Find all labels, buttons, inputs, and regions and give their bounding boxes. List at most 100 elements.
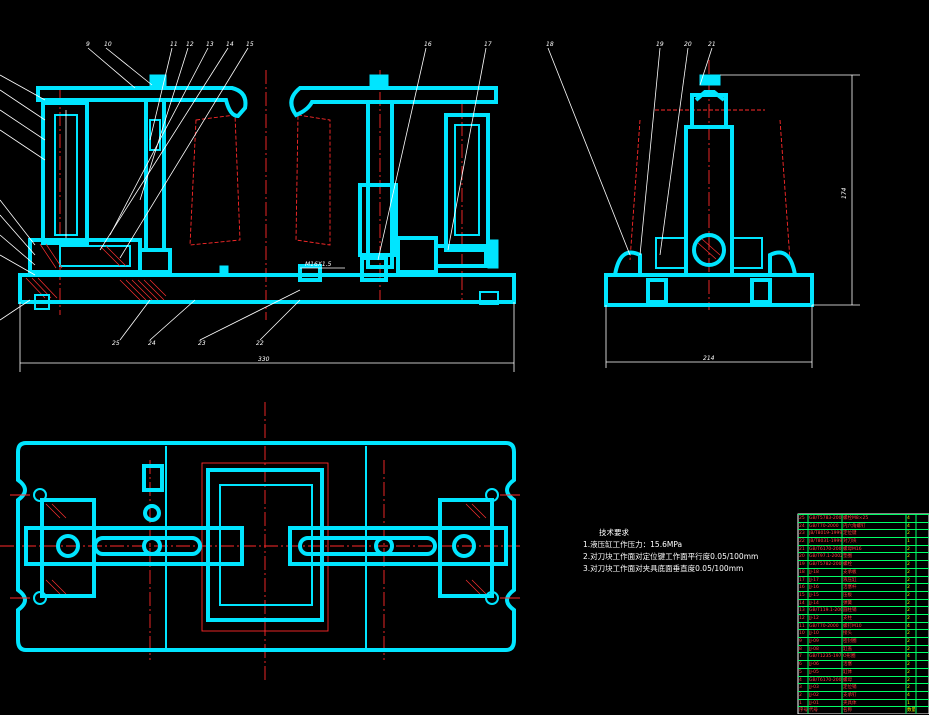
bom-cell-name: 支承板 (843, 569, 857, 575)
bom-cell-name: 缸体 (843, 669, 852, 675)
bom-cell-no: 14 (799, 600, 805, 606)
bom-row: 5 JJ-05 缸体 2 (798, 667, 929, 676)
bom-cell-qty: 2 (907, 616, 910, 621)
bom-cell-no: 21 (799, 546, 805, 552)
bom-cell-qty: 2 (907, 577, 910, 583)
bom-cell-code: JJ-15 (809, 592, 819, 598)
callout-16: 16 (424, 41, 432, 48)
bom-cell-no: 15 (799, 592, 805, 598)
bom-cell-qty: 数量 (907, 708, 915, 714)
callout-23: 23 (198, 340, 206, 347)
bom-header-row: 序号代号名称数量 (798, 706, 929, 714)
bom-cell-name: O形圈 (843, 654, 856, 660)
bom-cell-name: 夹具体 (843, 700, 857, 706)
bom-cell-code: JJ-03 (809, 685, 819, 691)
callout-10: 10 (104, 41, 112, 48)
bom-cell-name: 密封圈 (843, 639, 857, 645)
bom-cell-qty: 2 (907, 531, 910, 537)
bom-cell-code: GB/T5782-2000 (809, 562, 842, 568)
bom-cell-code: JJ-05 (809, 669, 819, 675)
bom-cell-no: 16 (799, 585, 805, 591)
callout-19: 19 (656, 41, 664, 48)
tech-req-item: 3.对刀块工作面对夹具底面垂直度0.05/100mm (583, 564, 744, 573)
bom-cell-code: JJ-12 (809, 616, 819, 621)
bom-cell-name: 液压缸 (843, 577, 857, 583)
bom-row: 1 JJ-01 夹具体 1 (798, 698, 929, 707)
bom-cell-code: GB/T97.1-2002 (809, 554, 842, 560)
bom-row: 15 JJ-15 压板 2 (798, 590, 929, 599)
bom-cell-name: 弹簧 (843, 600, 852, 606)
bom-cell-no: 7 (799, 654, 802, 660)
dim-front-width: 330 (258, 356, 270, 363)
bom-cell-qty: 2 (907, 669, 910, 675)
bom-cell-no: 8 (799, 646, 802, 652)
bom-cell-qty: 4 (907, 623, 910, 629)
bom-cell-no: 19 (799, 562, 805, 568)
bom-cell-name: 螺栓M8×25 (843, 516, 869, 521)
bom-cell-code: GB/T6170-2000 (809, 677, 842, 683)
bom-cell-name: 支承钉 (843, 692, 857, 698)
bom-cell-no: 5 (799, 669, 802, 675)
bom-cell-code: 代号 (809, 708, 818, 714)
bom-cell-qty: 1 (907, 539, 910, 545)
bom-cell-name: 缸盖 (843, 646, 852, 652)
bom-cell-code: JJ-17 (809, 577, 819, 583)
bom-cell-code: JJ-09 (809, 639, 819, 645)
callout-12: 12 (186, 41, 194, 48)
bom-cell-code: GB/T5783-2000 (809, 516, 842, 521)
bom-cell-name: 螺钉M10 (843, 623, 862, 629)
bom-cell-qty: 4 (907, 654, 910, 660)
bom-cell-no: 1 (799, 700, 802, 706)
bom-cell-qty: 2 (907, 562, 910, 568)
bom-cell-qty: 2 (907, 569, 910, 575)
bom-cell-qty: 2 (907, 631, 910, 637)
callout-13: 13 (206, 41, 214, 48)
callout-9: 9 (86, 41, 90, 48)
bom-cell-qty: 2 (907, 639, 910, 645)
callout-22: 22 (256, 340, 264, 347)
bom-cell-no: 2 (799, 692, 802, 698)
bom-cell-code: JJ-01 (809, 700, 819, 706)
bom-cell-qty: 1 (907, 700, 910, 706)
callout-18: 18 (546, 41, 554, 48)
bom-cell-code: GB/T6170-2000 (809, 546, 842, 552)
bom-cell-name: 螺母M16 (843, 546, 862, 552)
bom-cell-qty: 2 (907, 677, 910, 683)
tech-req-item: 1.液压缸工作压力：15.6MPa (583, 540, 683, 549)
callout-11: 11 (170, 41, 178, 48)
bom-cell-code: JJ-18 (809, 569, 819, 575)
bom-cell-code: JB/T8019-1999 (809, 531, 842, 537)
callout-20: 20 (684, 41, 692, 48)
thread-note: M16X1.5 (305, 261, 332, 268)
bom-cell-no: 6 (799, 662, 802, 668)
bom-cell-name: 螺栓 (843, 562, 852, 568)
front-view: 9 10 11 12 13 14 15 16 17 25 24 23 22 M1… (0, 41, 516, 372)
bom-cell-name: 压板 (843, 592, 852, 598)
bom-cell-no: 序号 (799, 708, 808, 714)
bom-cell-no: 9 (799, 639, 802, 645)
top-view (0, 402, 520, 680)
callout-25: 25 (112, 340, 120, 347)
bom-cell-name: 垫圈 (843, 554, 852, 560)
bom-cell-qty: 2 (907, 592, 910, 598)
bom-cell-qty: 2 (907, 600, 910, 606)
callout-21: 21 (708, 41, 716, 48)
callout-17: 17 (484, 41, 492, 48)
bom-cell-no: 13 (799, 608, 805, 614)
bom-cell-name: 定位销 (843, 685, 857, 691)
tech-req-title: 技术要求 (599, 528, 629, 537)
